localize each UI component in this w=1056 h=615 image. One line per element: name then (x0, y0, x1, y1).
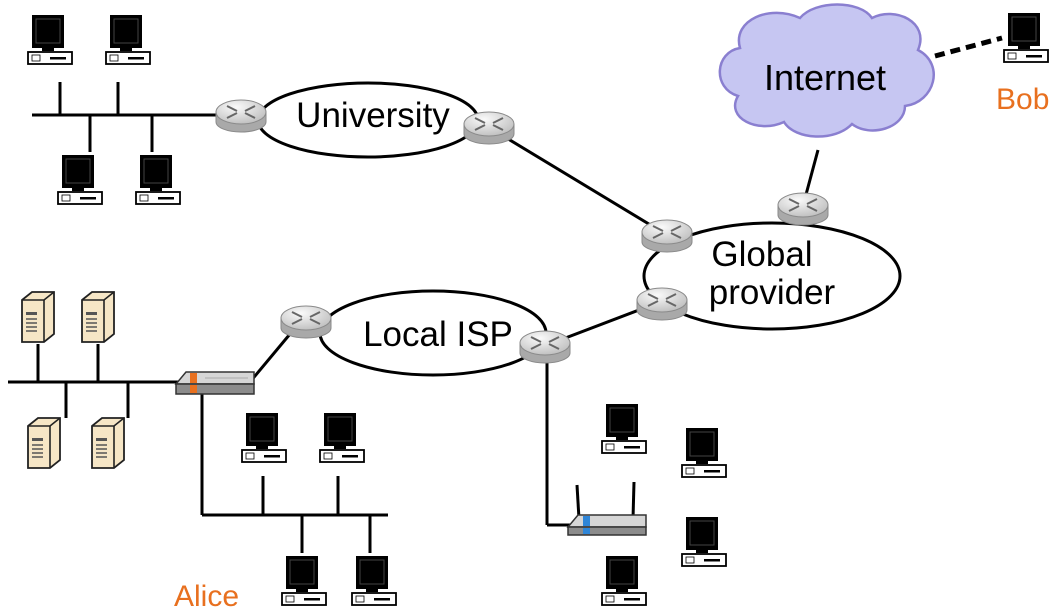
local-isp-network: Local ISP (318, 289, 548, 377)
computer-icon (57, 154, 103, 205)
server-icon (91, 417, 125, 469)
bob-dashed-link (934, 35, 1003, 59)
computer-icon (319, 412, 365, 463)
university-label: University (296, 96, 450, 135)
router-icon (777, 192, 829, 226)
router-icon (519, 330, 571, 364)
server-icon (27, 417, 61, 469)
local-isp-label: Local ISP (363, 315, 513, 354)
computer-icon (27, 14, 73, 65)
computer-icon (241, 412, 287, 463)
antenna-icon (575, 484, 581, 520)
router-icon (280, 305, 332, 339)
router-icon (463, 111, 515, 145)
router-icon (215, 99, 267, 133)
wireless-access-point (566, 481, 647, 536)
alice-computer-icon (281, 555, 327, 606)
router-icon (641, 219, 693, 253)
bob-computer-icon (1003, 12, 1049, 63)
alice-label: Alice (174, 580, 239, 613)
computer-icon (105, 14, 151, 65)
global-provider-network: Global provider (642, 221, 902, 331)
global-provider-label-line2: provider (709, 273, 836, 312)
internet-label: Internet (764, 57, 886, 98)
antenna-icon (631, 481, 636, 520)
global-provider-label-line1: Global (711, 235, 812, 274)
computer-icon (681, 516, 727, 567)
internet-cloud: Internet (718, 3, 935, 138)
university-network: University (256, 81, 480, 159)
university-global-link (489, 126, 663, 234)
server-icon (21, 291, 55, 343)
bob-label: Bob (996, 83, 1049, 116)
computer-icon (681, 427, 727, 478)
links (8, 35, 1003, 553)
computer-icon (135, 154, 181, 205)
alice-switch (174, 371, 255, 395)
computer-icon (601, 555, 647, 606)
server-icon (81, 291, 115, 343)
router-icon (636, 287, 688, 321)
computer-icon (601, 403, 647, 454)
computer-icon (351, 555, 397, 606)
